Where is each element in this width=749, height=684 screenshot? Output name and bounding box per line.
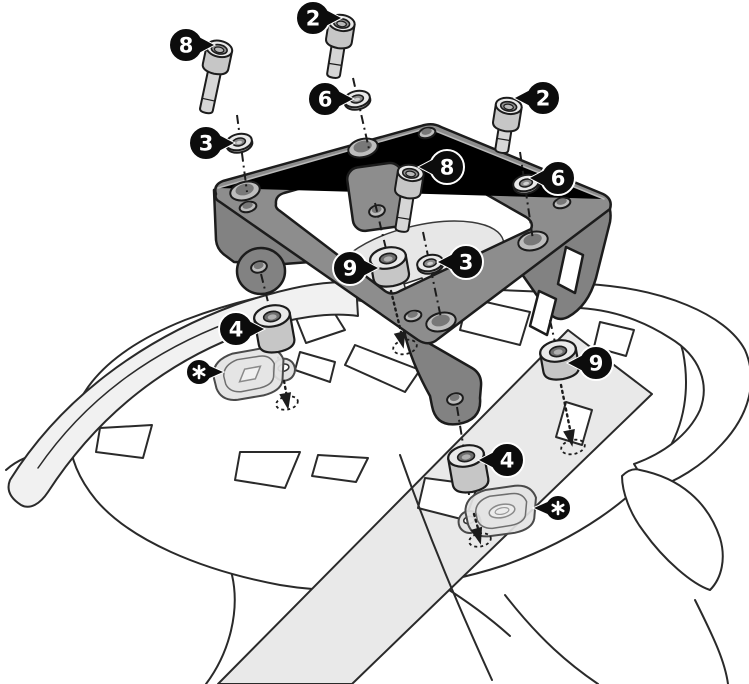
callout-balloon-asterisk	[185, 358, 226, 386]
brand-logo-icon	[494, 506, 510, 516]
bracket-hole-small	[238, 200, 258, 214]
balloon-number: 4	[500, 449, 515, 473]
center-axis-line	[236, 114, 248, 193]
bracket-hole-small	[552, 196, 572, 210]
balloon-number: 2	[536, 87, 551, 111]
balloon-number: 8	[440, 156, 455, 180]
callout-balloon-8: 8	[416, 149, 465, 185]
rear-fin	[621, 468, 724, 591]
washer-6-right	[512, 173, 541, 195]
callout-balloon-3: 3	[188, 125, 237, 161]
cutout	[344, 344, 421, 393]
rack-plate-cutouts	[95, 297, 635, 521]
left-rail-contour	[37, 321, 231, 469]
balloon-number: 3	[199, 132, 214, 156]
target-hole-dashed	[275, 395, 299, 411]
balloon-number: 2	[306, 7, 321, 31]
spacer-hole-inner	[553, 349, 563, 355]
adhesive-pad-right	[457, 484, 537, 538]
callout-balloon-4: 4	[218, 311, 267, 347]
bracket-hole-large	[517, 230, 549, 252]
callout-balloon-9: 9	[332, 250, 381, 286]
bracket-ear-hole	[446, 392, 464, 406]
balloon-number: 8	[179, 34, 194, 58]
balloon-number: 9	[343, 257, 358, 281]
socket-bolt-2-right	[492, 96, 523, 155]
insertion-arrowhead-icon	[563, 429, 575, 447]
callout-balloon-2: 2	[295, 0, 344, 36]
insertion-dotted-line	[389, 289, 404, 338]
bracket-hole-small	[417, 126, 437, 140]
cutout	[311, 454, 369, 483]
washer-3-left	[225, 132, 254, 154]
guide-arrows-layer	[275, 289, 586, 548]
bracket-hole-small	[403, 309, 423, 323]
bracket-hole-large	[229, 180, 261, 202]
target-hole-dashed	[392, 338, 418, 356]
pad-inner-border	[474, 492, 528, 530]
callout-balloon-2: 2	[512, 80, 561, 116]
callout-balloon-6: 6	[307, 81, 356, 117]
bracket-slot	[528, 289, 558, 337]
body-line	[399, 454, 493, 681]
callout-balloon-8: 8	[168, 27, 217, 63]
spacer-4-left	[252, 304, 296, 354]
insertion-arrowhead-icon	[470, 526, 483, 545]
center-axis-line	[456, 406, 465, 451]
bracket-slot	[556, 245, 585, 295]
adapter-bracket	[212, 123, 612, 426]
washer-3-middle	[416, 253, 445, 275]
adhesive-pad-left	[212, 347, 296, 401]
balloon-number: 9	[589, 352, 604, 376]
center-axis-line	[519, 151, 534, 241]
bracket-hole-large	[425, 311, 457, 333]
cutout	[294, 351, 336, 383]
bracket-hole-large	[347, 137, 379, 159]
center-axis-line	[260, 273, 271, 311]
callout-balloon-6: 6	[527, 160, 576, 196]
callout-balloon-3: 3	[435, 244, 484, 280]
balloon-number: 6	[551, 167, 566, 191]
spacer-hole-inner	[383, 256, 393, 262]
cutout	[234, 451, 301, 489]
insertion-dotted-line	[472, 512, 481, 534]
target-hole-dashed	[560, 438, 586, 456]
center-axis-line	[422, 231, 442, 319]
callout-balloon-4: 4	[476, 442, 525, 478]
pad-inner-border	[223, 355, 276, 393]
center-axis-line	[374, 202, 388, 254]
spacer-9-right	[538, 339, 581, 381]
target-hole-dashed	[468, 532, 492, 548]
brand-logo-icon	[488, 503, 516, 519]
spacer-4-bottom	[446, 444, 490, 494]
cutout	[95, 424, 153, 459]
balloon-number: 6	[318, 88, 333, 112]
brand-logo-icon	[238, 365, 262, 383]
callout-balloon-asterisk	[531, 494, 572, 522]
insertion-arrowhead-icon	[393, 330, 406, 349]
spacer-9-middle	[368, 246, 411, 288]
socket-bolt-2-top	[325, 13, 356, 79]
spacer-hole-inner	[267, 314, 277, 320]
center-axis-line	[352, 77, 370, 150]
asterisk-icon	[551, 503, 565, 513]
asterisk-icon	[192, 367, 206, 377]
callout-balloon-9: 9	[565, 345, 614, 381]
spacer-hole-inner	[461, 454, 471, 460]
callout-balloons-layer: 8 2 6 2 3 8 6 9 3 4 9 4	[168, 0, 614, 522]
balloon-number: 4	[229, 318, 244, 342]
socket-bolt-8-middle	[394, 163, 425, 233]
bracket-ear-hole	[250, 260, 268, 274]
insertion-dotted-line	[559, 383, 573, 436]
balloon-number: 3	[459, 251, 474, 275]
body-line	[694, 599, 729, 684]
body-line	[504, 594, 599, 684]
